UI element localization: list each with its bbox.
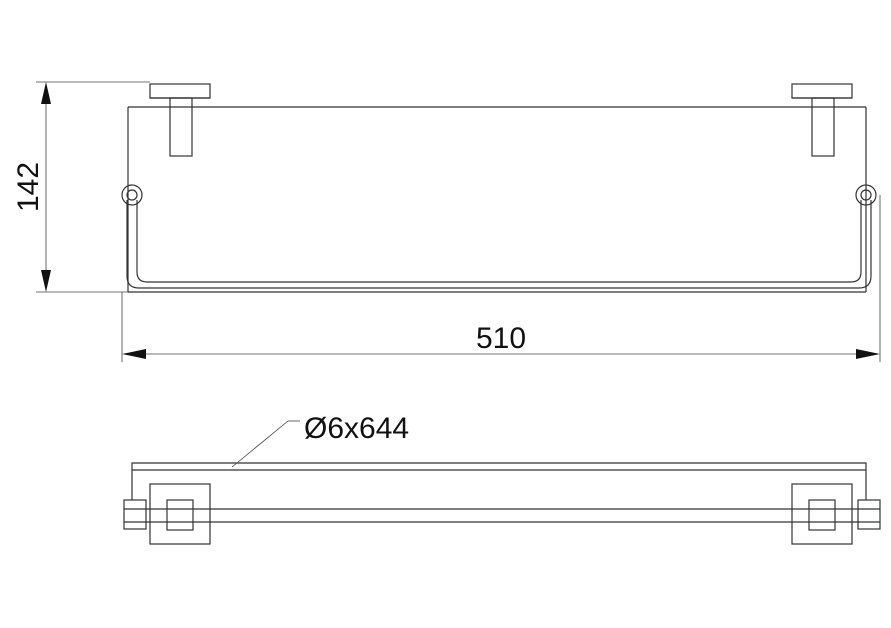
glass-shelf <box>127 106 867 293</box>
width-arrow-right <box>856 349 880 359</box>
rod-label: Ø6x644 <box>304 412 409 445</box>
height-arrow-bottom <box>41 270 51 292</box>
width-arrow-left <box>122 349 146 359</box>
top-view: Ø6x644 <box>123 412 881 545</box>
top-rail <box>123 499 881 530</box>
rail-bar <box>121 184 877 289</box>
front-view: 142 510 <box>12 81 881 362</box>
width-label: 510 <box>476 322 526 355</box>
top-right-mount <box>791 483 853 545</box>
width-dimension: 510 <box>121 195 881 362</box>
height-arrow-top <box>41 82 51 104</box>
left-wall-bracket <box>149 83 211 157</box>
top-left-mount <box>149 483 211 545</box>
right-wall-bracket <box>791 83 853 157</box>
height-label: 142 <box>12 162 45 212</box>
top-glass-shelf <box>131 462 867 500</box>
height-dimension: 142 <box>12 81 150 293</box>
rod-leader: Ø6x644 <box>231 412 409 468</box>
